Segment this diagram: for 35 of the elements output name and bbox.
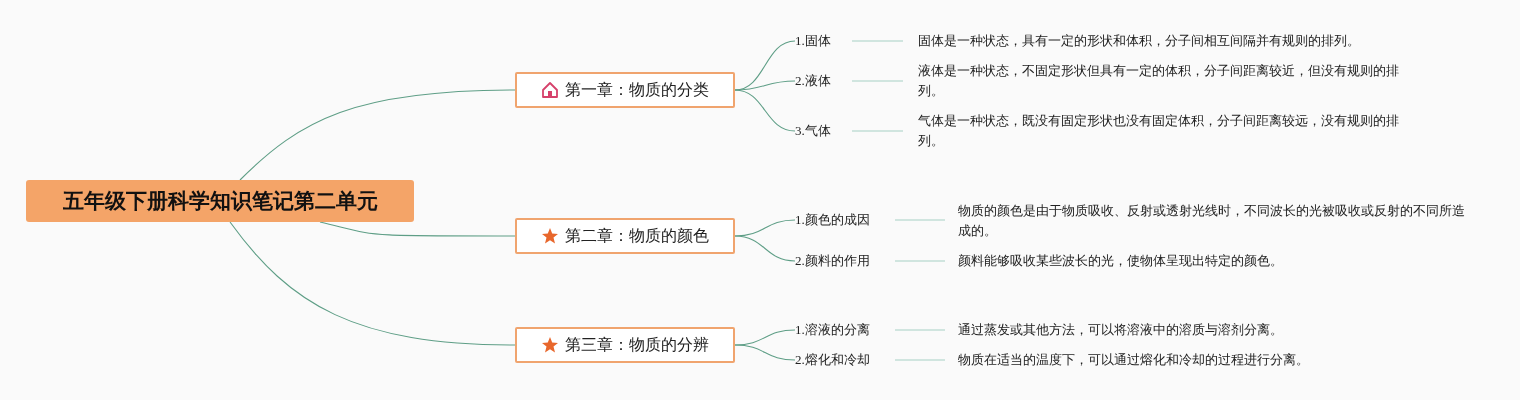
- connector-line: [894, 260, 946, 262]
- note-text: 物质在适当的温度下，可以通过熔化和冷却的过程进行分离。: [945, 350, 1465, 370]
- connector-line: [851, 130, 904, 132]
- connector-line: [734, 89, 796, 132]
- subtopic-text: 2.颜料的作用: [795, 251, 895, 271]
- connector-line: [734, 344, 796, 361]
- note-text: 通过蒸发或其他方法，可以将溶液中的溶质与溶剂分离。: [945, 320, 1465, 340]
- connector-line: [894, 219, 946, 221]
- note-text: 物质的颜色是由于物质吸收、反射或透射光线时，不同波长的光被吸收或反射的不同所造成的。: [945, 201, 1465, 241]
- topic-box: [515, 218, 735, 254]
- connector-line: [734, 235, 796, 262]
- connector-line: [319, 221, 516, 237]
- subtopic-text: 1.颜色的成因: [795, 210, 895, 230]
- topic-box: [515, 327, 735, 363]
- note-text: 液体是一种状态，不固定形状但具有一定的体积，分子间距离较近，但没有规则的排列。: [903, 61, 1413, 101]
- subtopic-text: 3.气体: [795, 121, 852, 141]
- subtopic-text: 2.液体: [795, 71, 852, 91]
- subtopic-text: 1.固体: [795, 31, 852, 51]
- topic-title: 第一章：物质的分类: [565, 79, 709, 101]
- connector-line: [851, 80, 904, 82]
- note-text: 固体是一种状态，具有一定的形状和体积，分子间相互间隔并有规则的排列。: [903, 31, 1413, 51]
- subtopic-text: 1.溶液的分离: [795, 320, 895, 340]
- connector-line: [239, 89, 516, 181]
- topic-title: 第二章：物质的颜色: [565, 225, 709, 247]
- central-topic: 五年级下册科学知识笔记第二单元: [26, 180, 414, 222]
- connector-line: [734, 80, 796, 91]
- connector-line: [894, 359, 946, 361]
- connector-line: [894, 329, 946, 331]
- connector-line: [229, 221, 516, 346]
- note-text: 颜料能够吸收某些波长的光，使物体呈现出特定的颜色。: [945, 251, 1465, 271]
- connector-line: [851, 40, 904, 42]
- topic-title: 第三章：物质的分辨: [565, 334, 709, 356]
- note-text: 气体是一种状态，既没有固定形状也没有固定体积，分子间距离较远，没有规则的排列。: [903, 111, 1413, 151]
- subtopic-text: 2.熔化和冷却: [795, 350, 895, 370]
- topic-box: [515, 72, 735, 108]
